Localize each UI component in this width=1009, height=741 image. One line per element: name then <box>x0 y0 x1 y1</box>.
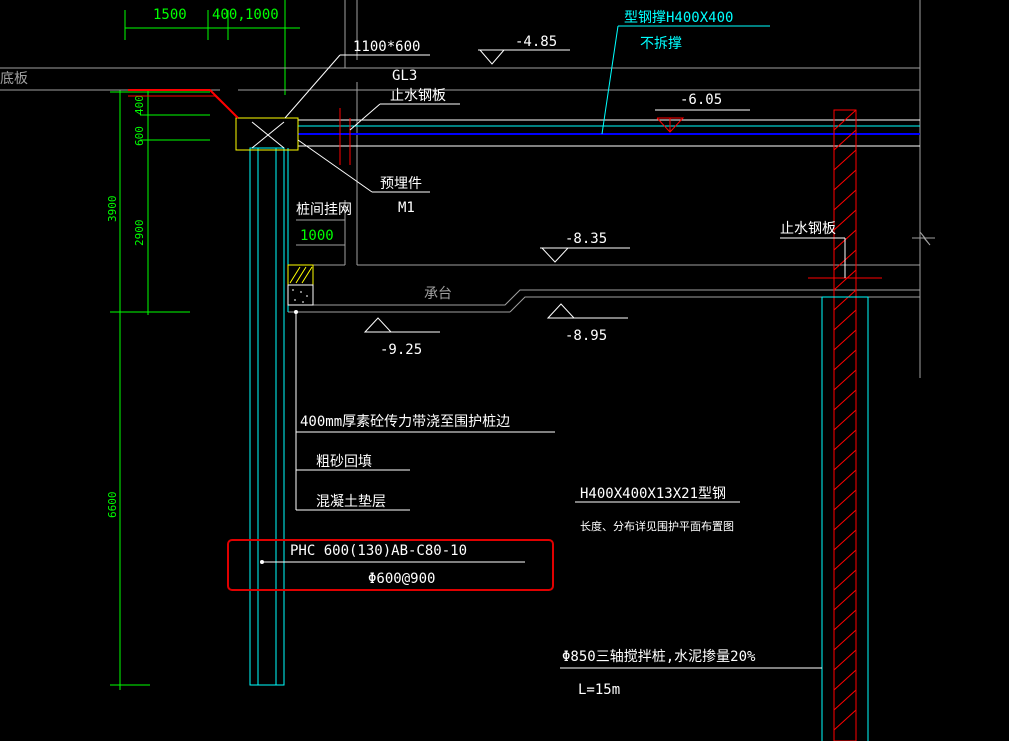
layer-2-label: 粗砂回填 <box>316 454 372 470</box>
steel-note: 长度、分布详见围护平面布置图 <box>580 519 734 533</box>
mixing-pile-length: L=15m <box>578 682 620 698</box>
cap-label: 承台 <box>424 286 452 302</box>
strut-note: 不拆撑 <box>640 36 682 52</box>
elevation-e3: -8.35 <box>565 231 607 247</box>
top-dimension-group <box>124 0 300 95</box>
right-retaining-wall <box>808 109 882 741</box>
elevation-e4: -9.25 <box>380 342 422 358</box>
elevation-marker-4 <box>363 317 440 333</box>
beam-size: 1100*600 <box>353 39 420 55</box>
elevation-e5: -8.95 <box>565 328 607 344</box>
layer-3-label: 混凝土垫层 <box>316 494 386 510</box>
steel-spec: H400X400X13X21型钢 <box>580 486 726 502</box>
strut-title: 型钢撑H400X400 <box>624 10 733 26</box>
top-dim-1500: 1500 <box>153 7 187 23</box>
left-dim-400: 400 <box>133 95 146 115</box>
elevation-marker-1 <box>478 49 570 65</box>
left-dim-3900: 3900 <box>106 196 119 223</box>
left-dimension-group <box>110 90 210 690</box>
top-dim-400: 400, <box>212 7 246 23</box>
embedded-label: 预埋件 <box>380 176 422 192</box>
leader-lines <box>262 54 845 669</box>
pile-type: PHC 600(130)AB-C80-10 <box>290 543 467 559</box>
highlight-box <box>227 539 554 591</box>
left-dim-6600: 6600 <box>106 492 119 519</box>
waterstop-top-label: 止水钢板 <box>390 88 446 104</box>
elevation-e1: -4.85 <box>515 34 557 50</box>
beam-name: GL3 <box>392 68 417 84</box>
strut-leader <box>601 25 770 135</box>
elevation-marker-2 <box>655 109 750 133</box>
pile-leader-dot <box>260 560 264 564</box>
layer-1-label: 400mm厚素砼传力带浇至围护桩边 <box>300 413 510 430</box>
left-dim-600: 600 <box>133 126 146 146</box>
elevation-marker-3 <box>540 247 630 263</box>
floor-label: 底板 <box>0 71 28 87</box>
left-dim-2900: 2900 <box>133 220 146 247</box>
layer-leader-dot <box>294 310 298 314</box>
capping-beam-gl3 <box>235 117 299 151</box>
mesh-label: 桩间挂网 <box>296 201 352 218</box>
phc-pile <box>249 147 289 686</box>
elevation-e2: -6.05 <box>680 92 722 108</box>
break-line-icon <box>912 231 935 246</box>
top-dim-1000: 1000 <box>245 7 279 23</box>
waterstop-right-label: 止水钢板 <box>780 221 836 237</box>
embedded-code: M1 <box>398 200 415 216</box>
elevation-marker-5 <box>546 303 628 319</box>
mixing-pile-spec: Φ850三轴搅拌桩,水泥掺量20% <box>562 648 756 665</box>
pile-spacing: Φ600@900 <box>368 571 435 587</box>
fill-blocks <box>287 264 314 306</box>
mesh-dim: 1000 <box>300 228 334 244</box>
structure-outline <box>0 0 921 378</box>
strut-lines <box>298 119 920 147</box>
